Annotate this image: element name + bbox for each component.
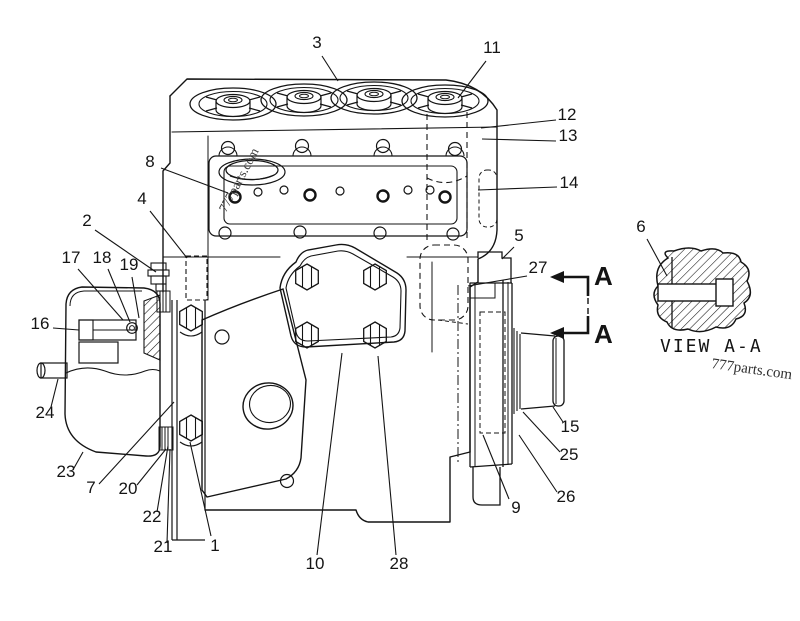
rear-foot — [472, 467, 501, 506]
front-plate — [143, 255, 208, 541]
callout-label-15: 15 — [561, 417, 580, 436]
cover-bolt — [295, 321, 319, 349]
view-a-a-detail — [653, 247, 752, 333]
callout-leader-23 — [73, 451, 84, 469]
cover-bolt — [363, 263, 387, 291]
callout-leader-6 — [646, 238, 668, 277]
callout-label-3: 3 — [312, 33, 321, 52]
fitting-stack — [147, 262, 170, 292]
callout-leader-9 — [482, 434, 510, 500]
callout-label-25: 25 — [560, 445, 579, 464]
callout-leader-22 — [156, 445, 169, 513]
section-letter-top: A — [594, 261, 613, 291]
callout-leader-15 — [552, 406, 564, 423]
output-shaft — [520, 332, 565, 410]
plug-head — [715, 278, 734, 307]
callout-label-2: 2 — [82, 211, 91, 230]
callout-label-1: 1 — [210, 536, 219, 555]
callout-label-6: 6 — [636, 217, 645, 236]
flange-rings — [513, 328, 521, 414]
cover-bolt — [295, 263, 319, 291]
section-arrowhead-top — [550, 271, 564, 283]
callout-leader-19 — [131, 276, 140, 319]
callout-label-16: 16 — [31, 314, 50, 333]
plug-shank — [657, 283, 721, 302]
hidden-plug-outline — [185, 255, 208, 301]
cylinder-bore-3 — [330, 81, 418, 115]
cylinder-liner-hidden — [419, 112, 469, 321]
callout-label-14: 14 — [560, 173, 579, 192]
callout-label-21: 21 — [154, 537, 173, 556]
callout-label-22: 22 — [143, 507, 162, 526]
callout-leader-27 — [467, 275, 528, 287]
callout-label-10: 10 — [306, 554, 325, 573]
callout-leader-5 — [501, 246, 515, 260]
callout-label-7: 7 — [86, 478, 95, 497]
callout-leader-11 — [457, 60, 487, 99]
front-plate-nut — [179, 414, 203, 442]
callout-label-20: 20 — [119, 479, 138, 498]
watermark-corner: 777parts.com — [710, 356, 793, 383]
callout-leader-26 — [518, 434, 558, 493]
mounting-bracket — [201, 288, 307, 498]
callout-leader-2 — [94, 229, 157, 273]
callout-leader-25 — [522, 411, 561, 453]
callout-label-26: 26 — [557, 487, 576, 506]
callout-leader-18 — [107, 268, 131, 323]
pipe — [36, 362, 68, 379]
center-cover-plate — [279, 243, 407, 349]
cylinder-bore-2 — [260, 83, 348, 117]
cover-bolt — [363, 321, 387, 349]
front-plate-nut — [179, 304, 203, 332]
pump-bolt — [126, 322, 138, 334]
callout-leader-3 — [321, 55, 339, 82]
spline-block-lower — [158, 426, 174, 451]
rear-plate-assembly — [437, 169, 565, 506]
hatched-wedge — [143, 294, 161, 361]
callout-leader-7 — [98, 401, 175, 485]
cylinder-bore-4 — [401, 84, 489, 118]
callout-label-18: 18 — [93, 248, 112, 267]
callout-leader-14 — [477, 186, 558, 191]
callout-label-13: 13 — [559, 126, 578, 145]
callout-leader-24 — [50, 378, 59, 408]
callout-label-4: 4 — [137, 189, 146, 208]
callout-label-24: 24 — [36, 403, 55, 422]
gasket-plate — [208, 138, 468, 241]
callout-leader-1 — [189, 441, 212, 537]
callout-leader-21 — [166, 448, 171, 544]
callout-leader-17 — [77, 268, 124, 321]
hidden-cover-outline — [479, 311, 506, 434]
callout-leader-4 — [149, 210, 188, 259]
callout-label-19: 19 — [120, 255, 139, 274]
callout-leader-10 — [316, 352, 343, 556]
callout-leader-8 — [160, 167, 229, 194]
callout-label-28: 28 — [390, 554, 409, 573]
callout-leader-12 — [480, 119, 557, 129]
cylinder-bore-1 — [189, 87, 277, 121]
callout-leader-16 — [52, 327, 80, 331]
pump-housing — [36, 286, 161, 457]
callout-label-23: 23 — [57, 462, 76, 481]
section-letter-bottom: A — [594, 319, 613, 349]
view-a-a-label: VIEW A-A — [660, 336, 763, 357]
callout-label-12: 12 — [558, 105, 577, 124]
callout-label-8: 8 — [145, 152, 154, 171]
callout-label-9: 9 — [511, 498, 520, 517]
engine-block — [162, 78, 498, 523]
callout-label-17: 17 — [62, 248, 81, 267]
callout-leaders — [50, 55, 668, 556]
callout-label-11: 11 — [483, 38, 501, 57]
callout-leader-20 — [136, 448, 167, 486]
section-arrows — [550, 271, 590, 339]
callout-label-27: 27 — [529, 258, 548, 277]
callout-label-5: 5 — [514, 226, 523, 245]
callout-leader-13 — [481, 138, 557, 142]
callout-leader-28 — [377, 355, 397, 556]
block-outline — [169, 78, 498, 453]
oval-plug — [218, 158, 286, 186]
section-arrowhead-bottom — [550, 327, 564, 339]
